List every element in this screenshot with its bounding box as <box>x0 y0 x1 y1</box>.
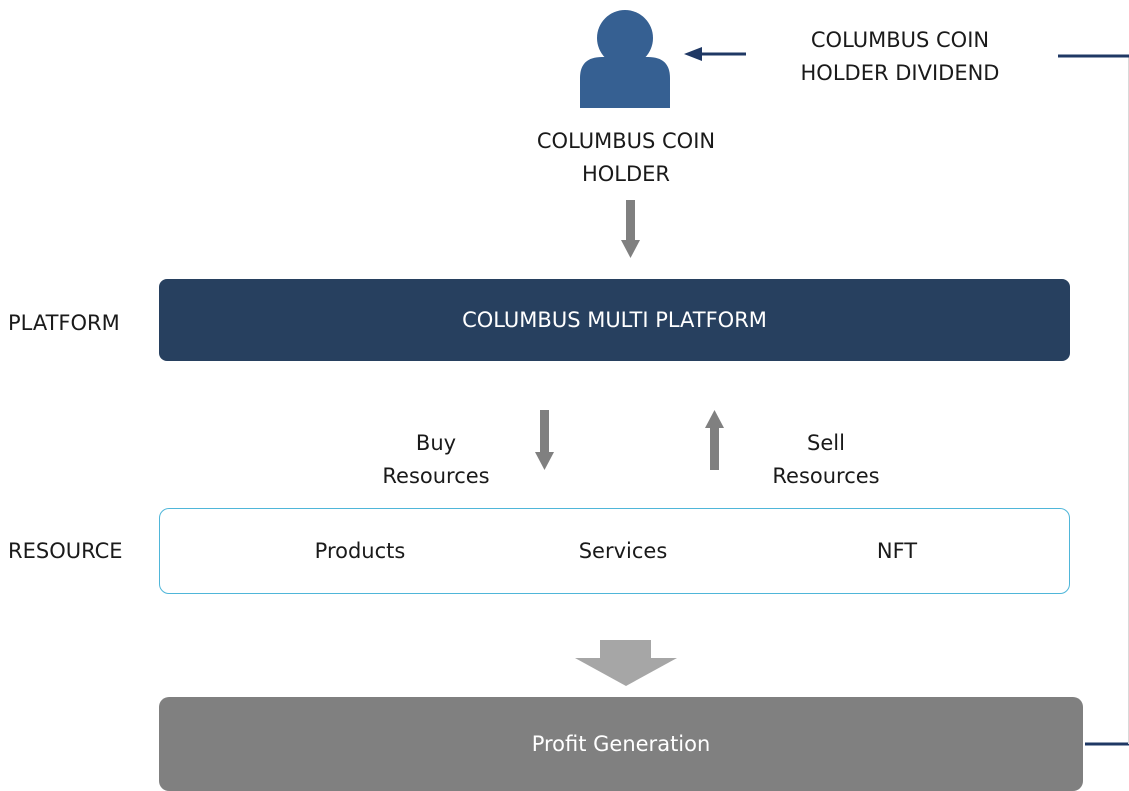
holder-label-line2: HOLDER <box>581 162 671 186</box>
dividend-arrow-icon <box>684 47 746 61</box>
sell-arrow-icon <box>705 410 724 470</box>
sell-label-line2: Resources <box>772 464 880 488</box>
resource-row-label: RESOURCE <box>8 539 123 563</box>
dividend-label: COLUMBUS COIN HOLDER DIVIDEND <box>780 24 1020 90</box>
resource-box: Products Services NFT <box>159 508 1070 594</box>
holder-label-line1: COLUMBUS COIN <box>536 129 716 153</box>
buy-resources-label: Buy Resources <box>356 427 516 493</box>
down-arrow-holder-to-platform <box>621 200 640 258</box>
profit-title: Profit Generation <box>531 732 711 756</box>
person-icon <box>580 10 670 108</box>
sell-resources-label: Sell Resources <box>746 427 906 493</box>
resource-item-services: Services <box>578 539 668 563</box>
dividend-label-line1: COLUMBUS COIN <box>810 28 990 52</box>
sell-label-line1: Sell <box>807 431 845 455</box>
buy-label-line2: Resources <box>382 464 490 488</box>
profit-generation-box: Profit Generation <box>159 697 1083 791</box>
platform-box: COLUMBUS MULTI PLATFORM <box>159 279 1070 361</box>
resource-item-products: Products <box>314 539 406 563</box>
platform-title: COLUMBUS MULTI PLATFORM <box>462 308 767 332</box>
holder-label: COLUMBUS COIN HOLDER <box>506 125 746 191</box>
resource-item-nft: NFT <box>876 539 918 563</box>
buy-label-line1: Buy <box>415 431 457 455</box>
dividend-connector-line <box>1058 54 1129 746</box>
dividend-label-line2: HOLDER DIVIDEND <box>800 61 1000 85</box>
block-arrow-icon <box>575 640 677 686</box>
buy-arrow-icon <box>535 410 554 470</box>
platform-row-label: PLATFORM <box>8 311 120 335</box>
